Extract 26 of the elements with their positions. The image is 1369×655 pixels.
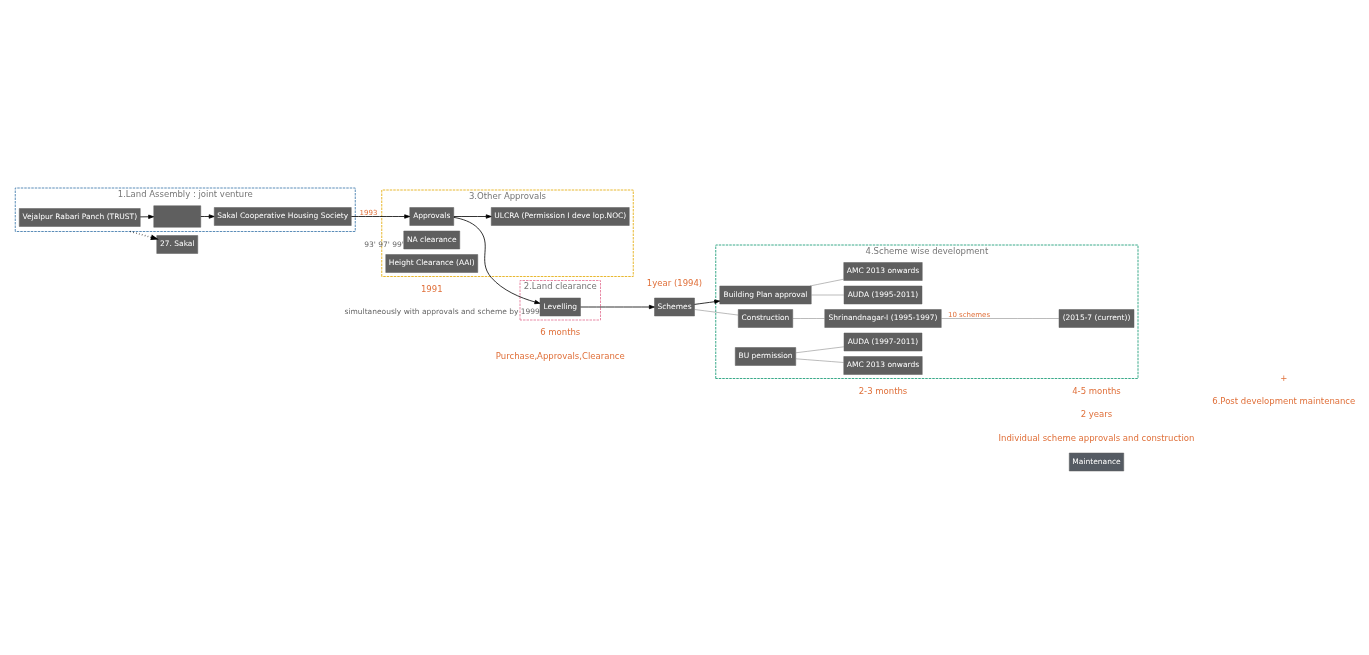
arrow (139, 214, 155, 219)
arrow (580, 304, 655, 310)
connector (941, 318, 1060, 319)
connector (809, 278, 844, 287)
node-box (153, 205, 201, 228)
arrow (129, 230, 159, 240)
label: 2-3 months (858, 385, 908, 396)
arrow (351, 214, 411, 219)
connector (795, 358, 844, 363)
arrow (694, 299, 721, 305)
label: 2 years (1080, 409, 1113, 420)
label: 6 months (540, 327, 581, 338)
label: Purchase,Approvals,Clearance (495, 350, 625, 361)
label: 1991 (420, 283, 443, 294)
connector (694, 309, 739, 316)
label: 1year (1994) (646, 277, 703, 288)
label: Individual scheme approvals and construction (998, 432, 1195, 443)
arrow (453, 216, 541, 305)
label: 6.Post development maintenance (1212, 396, 1356, 407)
label: 4-5 months (1072, 385, 1121, 396)
connector (811, 294, 845, 296)
arrow (453, 214, 492, 219)
arrow (200, 214, 215, 219)
label: + (1280, 372, 1288, 383)
connector (792, 318, 825, 319)
connector (795, 346, 845, 354)
